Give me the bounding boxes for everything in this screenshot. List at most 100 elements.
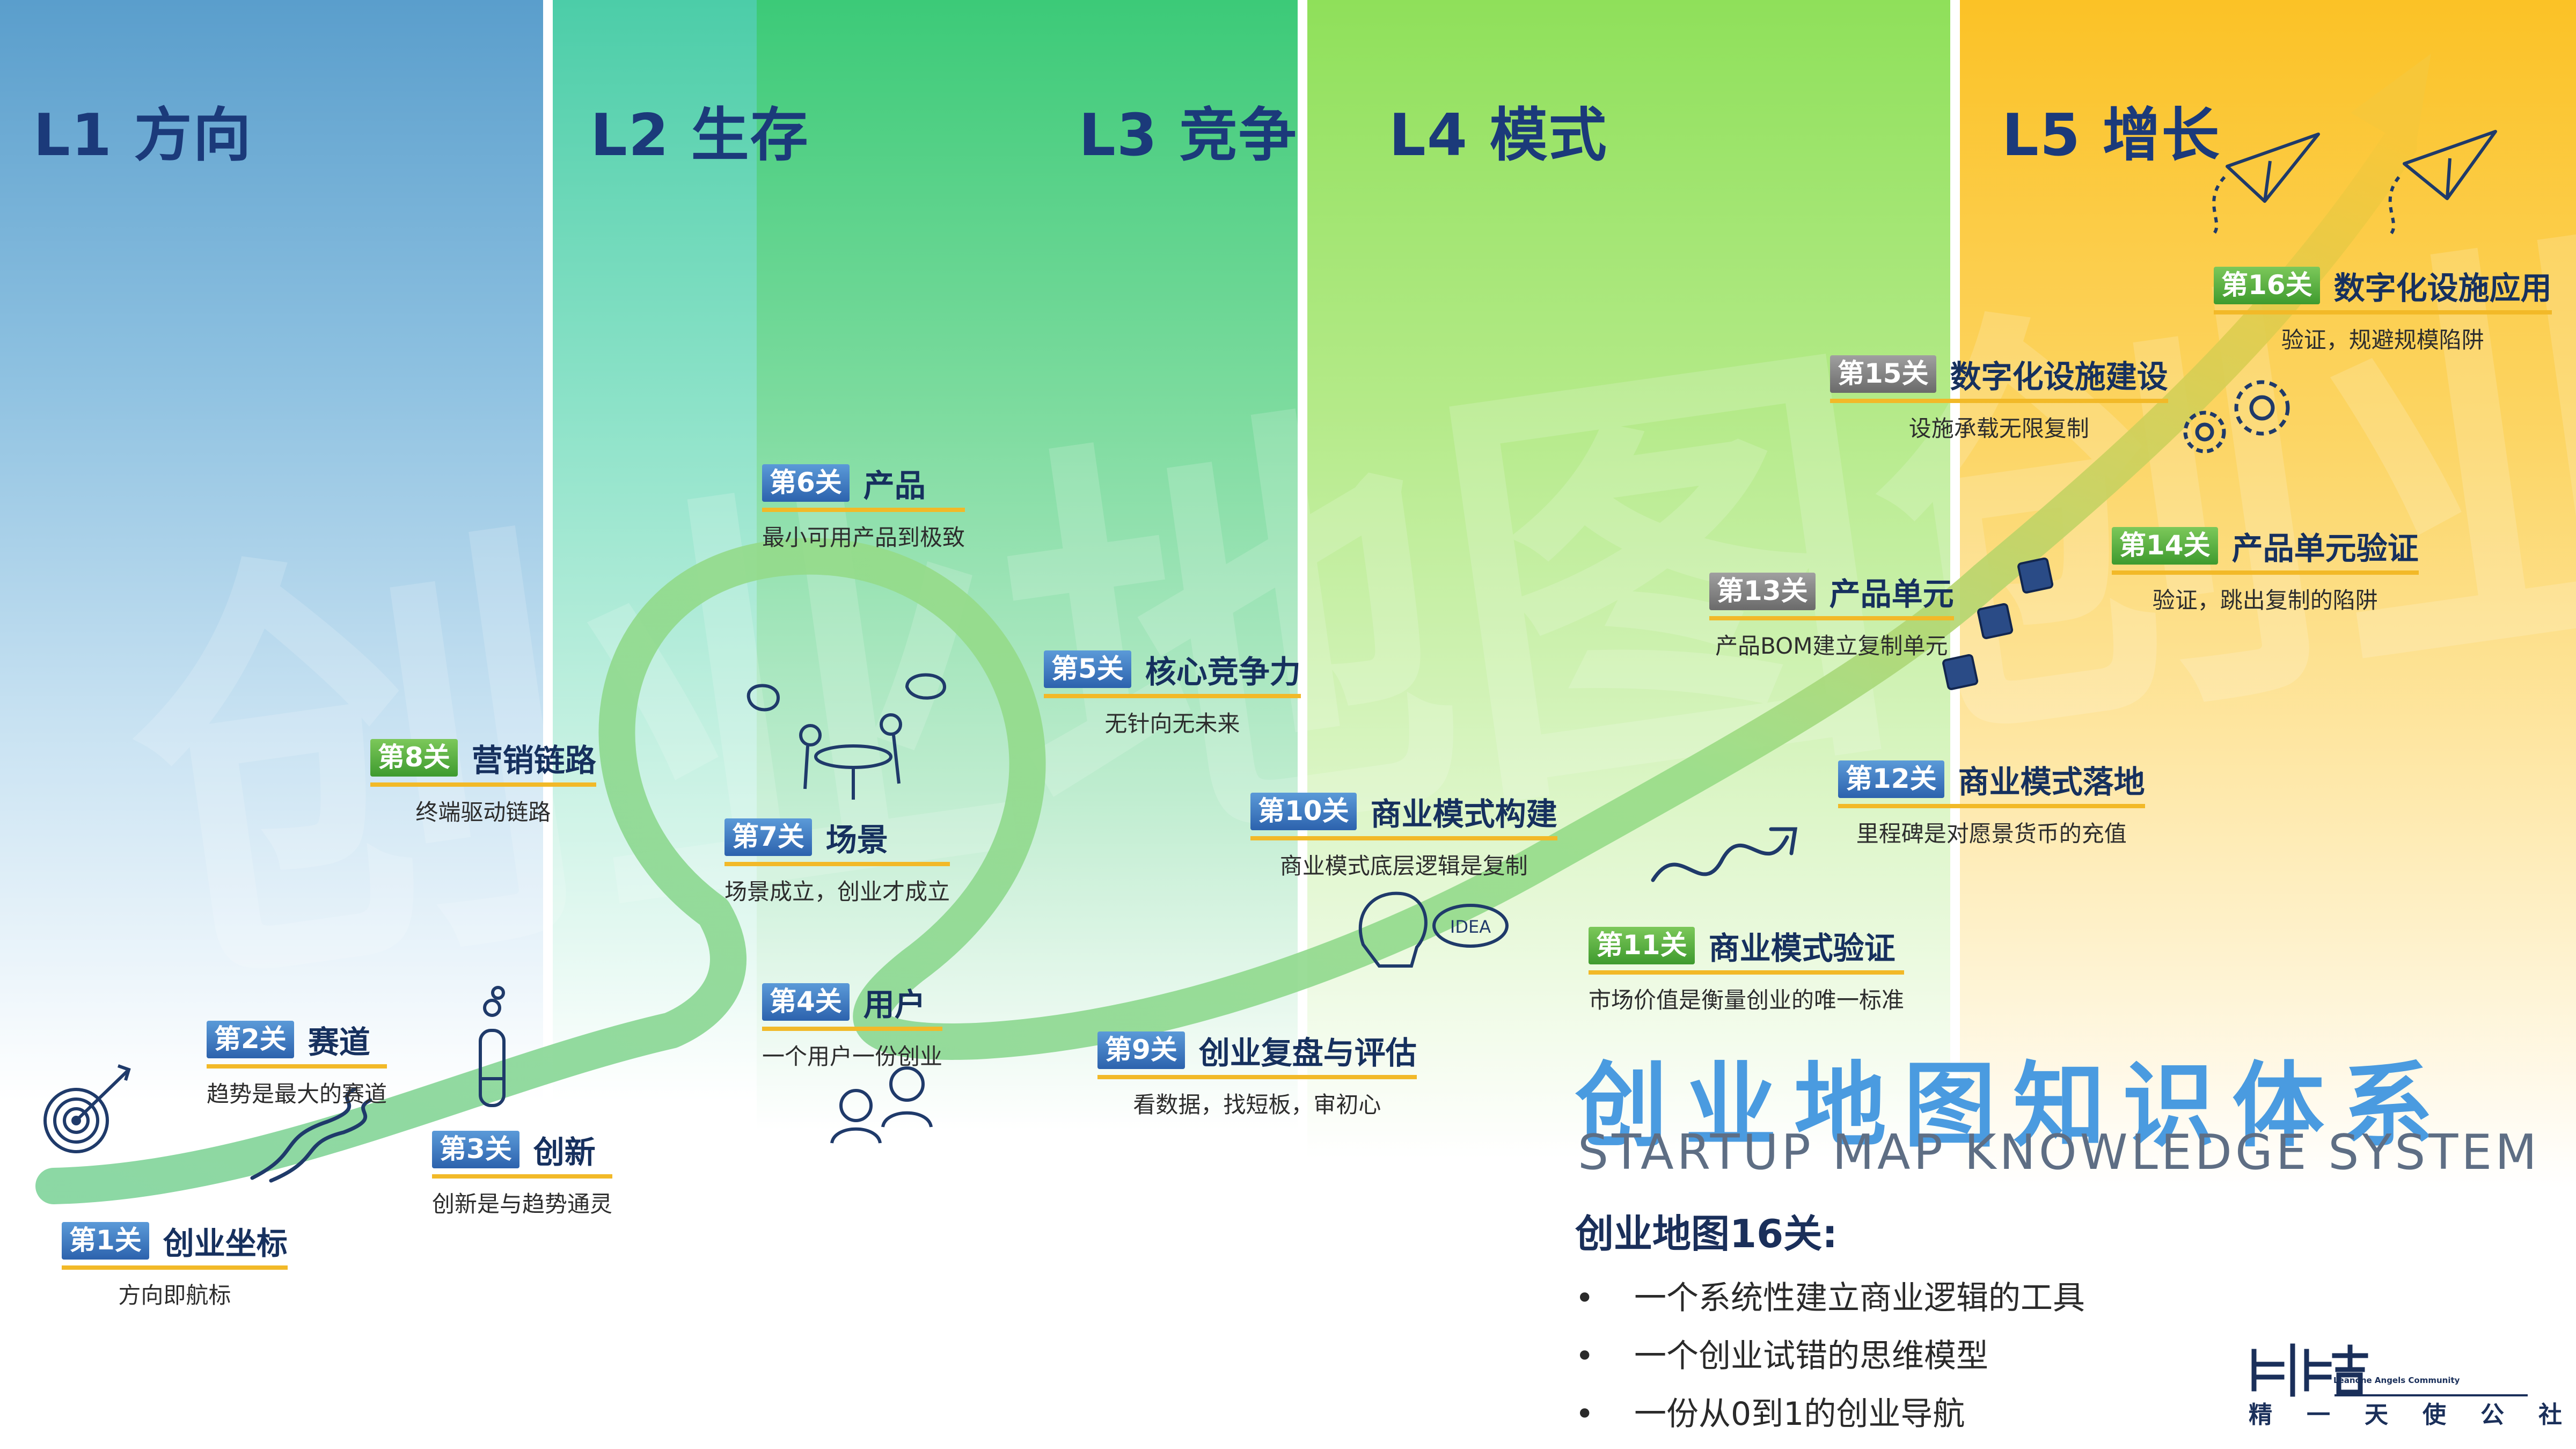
band-l1 xyxy=(0,0,543,1449)
users-icon xyxy=(830,1066,933,1144)
stage-badge: 第8关 xyxy=(370,739,458,777)
stage-15: 第15关数字化设施建设 设施承载无限复制 xyxy=(1830,352,2168,443)
stage-badge: 第12关 xyxy=(1838,760,1944,798)
stage-title: 用户 xyxy=(863,986,926,1023)
level-l5: L5 增长 xyxy=(2002,102,2221,169)
stage-subtitle: 看数据，找短板，审初心 xyxy=(1133,1092,1381,1118)
stage-title: 商业模式构建 xyxy=(1370,796,1557,832)
stage-subtitle: 产品BOM建立复制单元 xyxy=(1715,633,1948,659)
level-l4: L4 模式 xyxy=(1389,102,1608,169)
stage-subtitle: 最小可用产品到极致 xyxy=(762,524,965,551)
stage-subtitle: 创新是与趋势通灵 xyxy=(432,1191,613,1217)
stage-4: 第4关用户 一个用户一份创业 xyxy=(762,979,943,1071)
stage-underline xyxy=(762,1027,943,1031)
heading-en: STARTUP MAP KNOWLEDGE SYSTEM xyxy=(1578,1124,2540,1181)
stage-badge: 第16关 xyxy=(2214,267,2320,304)
stage-subtitle: 无针向无未来 xyxy=(1104,711,1240,737)
stage-badge: 第7关 xyxy=(724,818,812,856)
stage-underline xyxy=(1838,804,2145,808)
logo-cn: 精一天使公社 xyxy=(2249,1401,2576,1429)
stage-underline xyxy=(1044,694,1301,698)
list-item-text: 一个创业试错的思维模型 xyxy=(1634,1337,1988,1375)
stage-badge: 第2关 xyxy=(207,1021,294,1058)
stage-underline xyxy=(724,862,950,866)
stage-badge: 第13关 xyxy=(1709,573,1816,610)
gears-icon xyxy=(2183,380,2290,453)
stage-badge: 第4关 xyxy=(762,983,850,1021)
stage-title: 数字化设施应用 xyxy=(2333,270,2552,306)
stage-subtitle: 市场价值是衡量创业的唯一标准 xyxy=(1589,987,1905,1013)
list-item: •一份从0到1的创业导航 xyxy=(1575,1388,1965,1435)
stage-3: 第3关创新 创新是与趋势通灵 xyxy=(432,1127,613,1219)
list-item-text: 一个系统性建立商业逻辑的工具 xyxy=(1634,1279,2085,1317)
stage-1: 第1关创业坐标 方向即航标 xyxy=(62,1218,288,1310)
stage-badge: 第9关 xyxy=(1097,1031,1185,1069)
winding-road-icon xyxy=(250,1087,372,1183)
stage-underline xyxy=(1250,836,1557,840)
stage-underline xyxy=(62,1265,288,1270)
stage-underline xyxy=(2214,310,2552,314)
stage-title: 创业复盘与评估 xyxy=(1198,1035,1417,1071)
stage-subtitle: 一个用户一份创业 xyxy=(762,1043,943,1070)
heading-cn: 创业地图知识体系 xyxy=(1575,1052,2451,1160)
stage-title: 创新 xyxy=(533,1134,596,1170)
stage-badge: 第1关 xyxy=(62,1222,149,1260)
stage-subtitle: 场景成立，创业才成立 xyxy=(724,879,950,905)
meeting-icon xyxy=(747,673,947,800)
stage-8: 第8关营销链路 终端驱动链路 xyxy=(370,735,596,827)
logo xyxy=(2251,1343,2528,1397)
stage-title: 产品单元验证 xyxy=(2231,530,2419,567)
band-l2 xyxy=(553,0,762,1449)
stage-title: 创业坐标 xyxy=(163,1225,288,1262)
level-l2: L2 生存 xyxy=(590,102,809,169)
stage-badge: 第3关 xyxy=(432,1131,519,1168)
wave-arrow-icon xyxy=(1651,827,1798,882)
stage-subtitle: 商业模式底层逻辑是复制 xyxy=(1279,853,1528,879)
stage-underline xyxy=(1097,1075,1417,1079)
band-l5 xyxy=(1960,0,2576,1449)
stage-5: 第5关核心竞争力 无针向无未来 xyxy=(1044,647,1301,738)
stage-title: 产品 xyxy=(863,467,926,504)
list-item: • 一个系统性建立商业逻辑的工具 xyxy=(1575,1272,2085,1319)
stage-title: 产品单元 xyxy=(1829,576,1954,612)
stage-badge: 第6关 xyxy=(762,464,850,502)
stage-underline xyxy=(370,782,596,787)
stage-7: 第7关场景 场景成立，创业才成立 xyxy=(724,815,950,906)
stage-16: 第16关数字化设施应用 验证，规避规模陷阱 xyxy=(2214,263,2552,355)
stage-title: 赛道 xyxy=(308,1024,370,1060)
list-item: • 一个创业试错的思维模型 xyxy=(1575,1330,1988,1377)
stage-subtitle: 终端驱动链路 xyxy=(415,799,551,825)
paper-plane-icon xyxy=(2210,130,2497,238)
stage-subtitle: 设施承载无限复制 xyxy=(1908,415,2089,442)
stage-title: 数字化设施建设 xyxy=(1950,358,2168,395)
bullet: • xyxy=(1575,1279,1594,1317)
stage-underline xyxy=(762,508,965,512)
band-l4 xyxy=(1307,0,1950,1449)
stage-badge: 第10关 xyxy=(1250,793,1357,830)
stage-11: 第11关商业模式验证 市场价值是衡量创业的唯一标准 xyxy=(1589,923,1905,1015)
stage-14: 第14关产品单元验证 验证，跳出复制的陷阱 xyxy=(2112,523,2419,615)
stage-subtitle: 验证，跳出复制的陷阱 xyxy=(2152,587,2378,613)
test-tube-icon xyxy=(479,986,506,1107)
stage-title: 商业模式落地 xyxy=(1958,764,2145,800)
stage-subtitle: 趋势是最大的赛道 xyxy=(207,1081,387,1107)
stage-subtitle: 里程碑是对愿景货币的充值 xyxy=(1856,821,2127,847)
book-icon xyxy=(1942,557,2054,690)
journey-trail xyxy=(35,127,2417,1204)
bullet: • xyxy=(1575,1337,1594,1375)
target-icon xyxy=(43,1064,131,1153)
list-title: 创业地图16关: xyxy=(1575,1211,1838,1256)
stage-subtitle: 方向即航标 xyxy=(118,1282,231,1308)
stage-underline xyxy=(1589,970,1905,975)
brain-idea-icon: IDEA xyxy=(1358,891,1509,968)
stage-10: 第10关商业模式构建 商业模式底层逻辑是复制 xyxy=(1250,789,1557,881)
stage-underline xyxy=(2112,570,2419,575)
stage-13: 第13关产品单元 产品BOM建立复制单元 xyxy=(1709,569,1954,661)
stage-2: 第2关赛道 趋势是最大的赛道 xyxy=(207,1017,387,1109)
stage-title: 核心竞争力 xyxy=(1145,654,1301,690)
stage-title: 场景 xyxy=(825,822,888,858)
list-item-text: 一份从0到1的创业导航 xyxy=(1634,1395,1965,1433)
stage-12: 第12关商业模式落地 里程碑是对愿景货币的充值 xyxy=(1838,757,2145,848)
